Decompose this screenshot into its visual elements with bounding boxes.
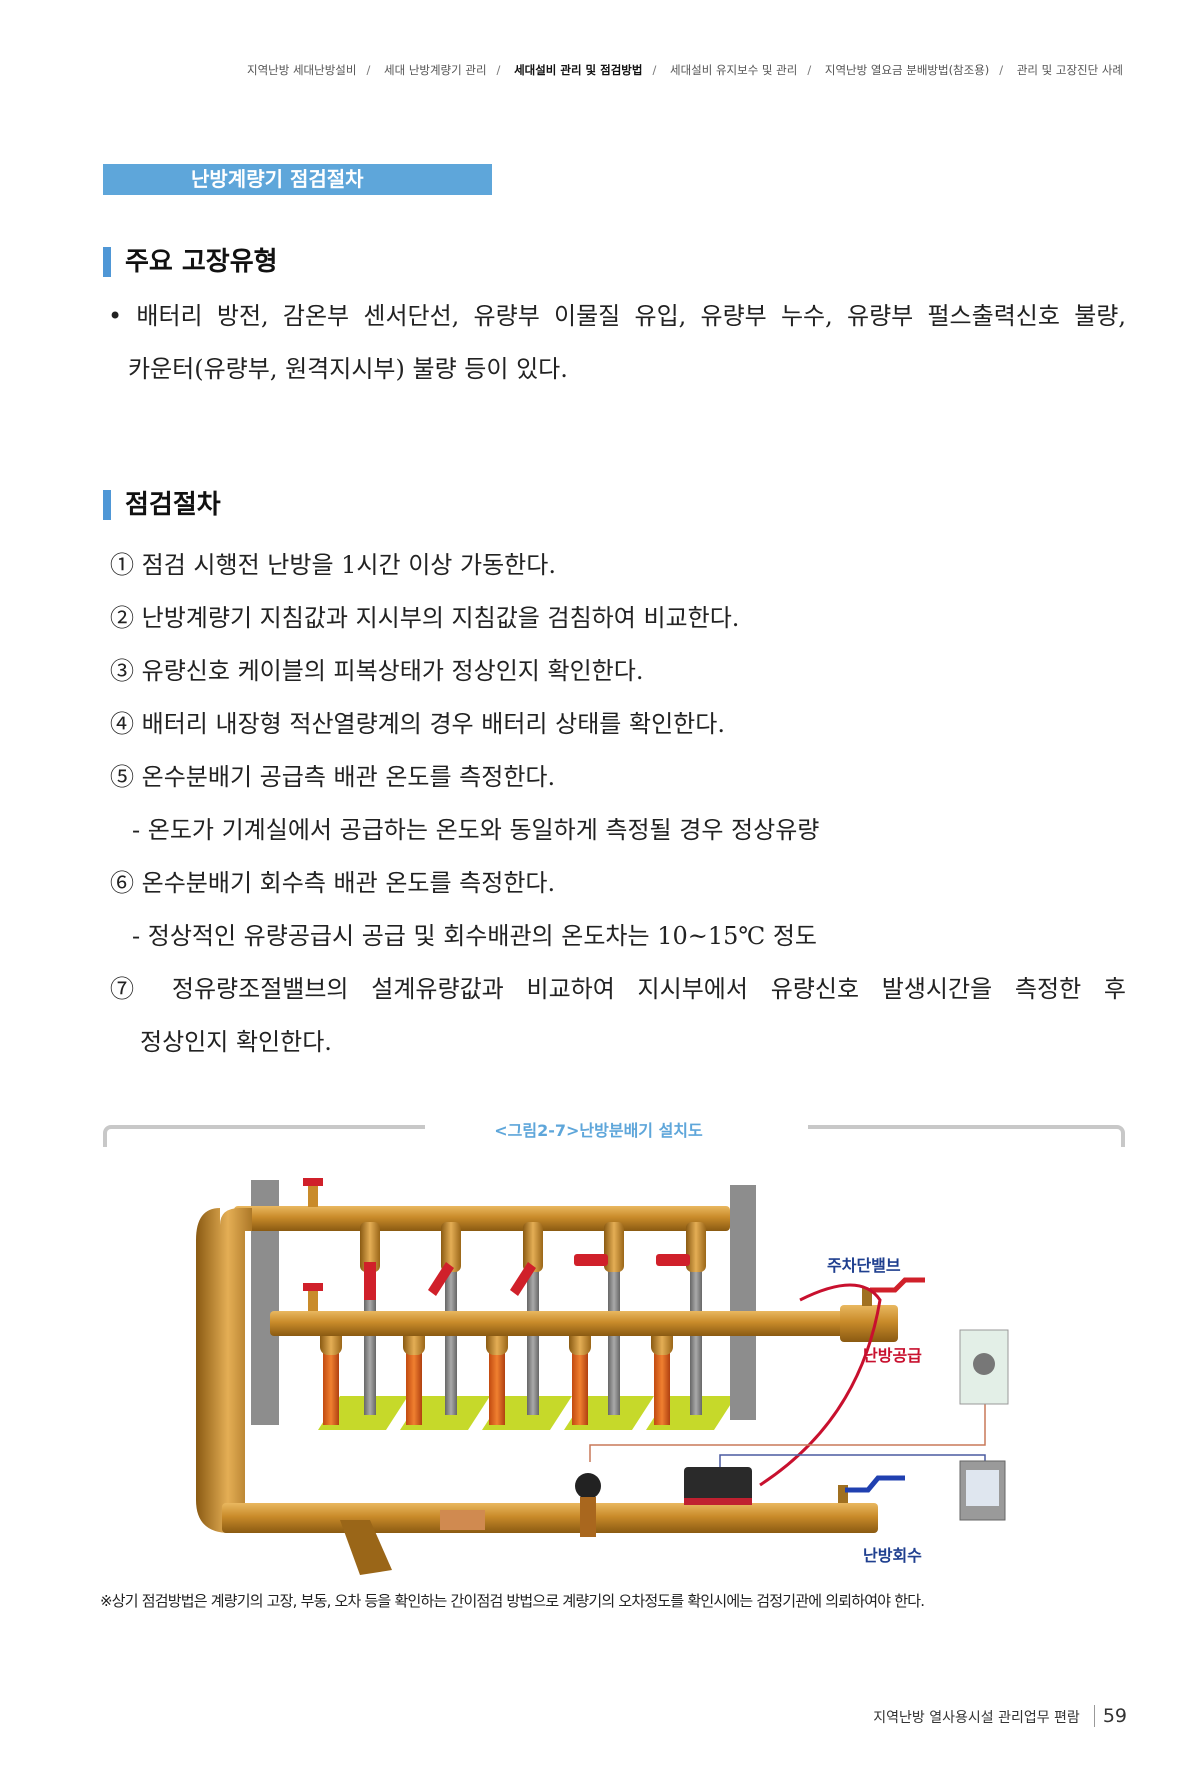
- breadcrumb-separator: /: [652, 63, 657, 77]
- breadcrumb-item[interactable]: 관리 및 고장진단 사례: [1016, 63, 1123, 77]
- strainer: [340, 1520, 392, 1575]
- main-shutoff-valve-supply: [840, 1305, 898, 1342]
- step-7-cont: 정상인지 확인한다.: [140, 1028, 332, 1056]
- breadcrumb-item[interactable]: 세대설비 유지보수 및 관리: [669, 63, 798, 77]
- controller-wire: [719, 1454, 986, 1467]
- step-4: ④ 배터리 내장형 적산열량계의 경우 배터리 상태를 확인한다.: [110, 710, 725, 738]
- heat-meter: [684, 1467, 752, 1505]
- page-number: 59: [1093, 1705, 1127, 1727]
- bullet-text: 배터리 방전, 감온부 센서단선, 유량부 이물질 유입, 유량부 누수, 유량…: [136, 302, 1126, 330]
- figure-caption: <그림2-7>난방분배기 설치도: [494, 1121, 703, 1140]
- page-footer: 지역난방 열사용시설 관리업무 편람 59: [873, 1705, 1127, 1727]
- footnote: ※상기 점검방법은 계량기의 고장, 부동, 오차 등을 확인하는 간이점검 방…: [100, 1592, 925, 1610]
- breadcrumb-separator: /: [366, 63, 371, 77]
- breadcrumb-item-current[interactable]: 세대설비 관리 및 점검방법: [514, 63, 643, 77]
- breadcrumb: 지역난방 세대난방설비 / 세대 난방계량기 관리 / 세대설비 관리 및 점검방법…: [243, 62, 1127, 78]
- return-line-pipe: [222, 1503, 878, 1533]
- section-banner: 난방계량기 점검절차: [103, 164, 492, 195]
- step-3: ③ 유량신호 케이블의 피복상태가 정상인지 확인한다.: [110, 657, 644, 685]
- step-5: ⑤ 온수분배기 공급측 배관 온도를 측정한다.: [110, 763, 556, 791]
- thermostat-wire: [589, 1404, 986, 1462]
- label-heating-return: 난방회수: [863, 1546, 922, 1565]
- footer-title: 지역난방 열사용시설 관리업무 편람: [873, 1710, 1080, 1726]
- figure-frame-right: [808, 1125, 1125, 1147]
- heading-inspection-procedure: 점검절차: [103, 490, 221, 520]
- step-6: ⑥ 온수분배기 회수측 배관 온도를 측정한다.: [110, 869, 556, 897]
- bullet-line-1: • 배터리 방전, 감온부 센서단선, 유량부 이물질 유입, 유량부 누수, …: [108, 290, 1126, 343]
- bullet-icon: •: [108, 302, 123, 330]
- breadcrumb-item[interactable]: 세대 난방계량기 관리: [384, 63, 487, 77]
- loop-valves: [303, 1178, 706, 1312]
- breadcrumb-item[interactable]: 지역난방 세대난방설비: [247, 63, 357, 77]
- breadcrumb-separator: /: [999, 63, 1004, 77]
- figure-frame-left: [103, 1125, 425, 1147]
- thermostat-dial-icon: [973, 1353, 995, 1375]
- return-manifold: [234, 1206, 730, 1231]
- step-7: ⑦ 정유량조절밸브의 설계유량값과 비교하여 지시부에서 유량신호 발생시간을 …: [110, 975, 1126, 1003]
- supply-sensor-cable: [759, 1283, 882, 1487]
- flow-control-valve: [440, 1510, 485, 1530]
- balancing-valve-handle: [575, 1473, 601, 1499]
- wall-bracket-right: [730, 1185, 756, 1420]
- supply-loops: [320, 1325, 673, 1425]
- supply-manifold: [270, 1311, 895, 1336]
- step-2: ② 난방계량기 지침값과 지시부의 지침값을 검침하여 비교한다.: [110, 604, 740, 632]
- breadcrumb-item[interactable]: 지역난방 열요금 분배방법(참조용): [824, 63, 990, 77]
- bullet-line-2: 카운터(유량부, 원격지시부) 불량 등이 있다.: [128, 355, 568, 383]
- label-main-valve: 주차단밸브: [827, 1256, 901, 1275]
- breadcrumb-separator: /: [496, 63, 501, 77]
- step-6-note: - 정상적인 유량공급시 공급 및 회수배관의 온도차는 10~15℃ 정도: [132, 922, 818, 950]
- step-5-note: - 온도가 기계실에서 공급하는 온도와 동일하게 측정될 경우 정상유량: [132, 816, 820, 844]
- breadcrumb-separator: /: [807, 63, 812, 77]
- return-riser-pipe: [196, 1208, 260, 1533]
- label-heating-supply: 난방공급: [863, 1346, 922, 1365]
- step-1: ① 점검 시행전 난방을 1시간 이상 가동한다.: [110, 551, 556, 579]
- heading-failure-types: 주요 고장유형: [103, 247, 278, 277]
